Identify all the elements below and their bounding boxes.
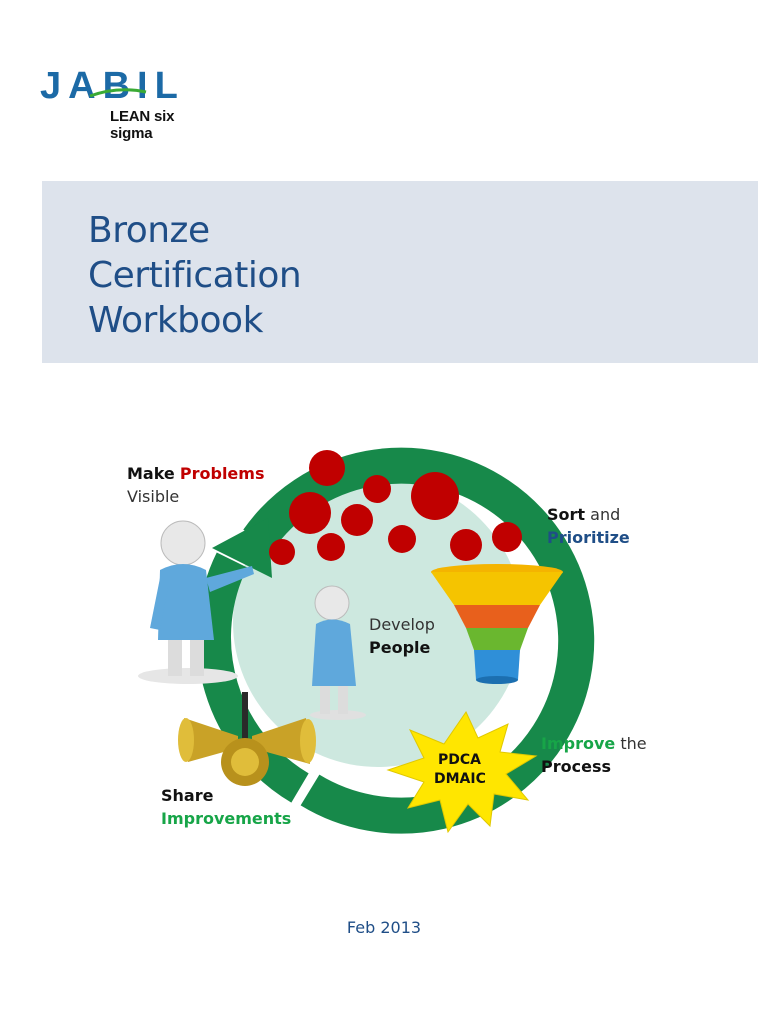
teacher-figure-icon <box>138 520 254 684</box>
label-dmaic: DMAIC <box>434 771 486 787</box>
logo-wordmark: JABIL <box>40 65 185 107</box>
cycle-arrow-icon <box>212 518 272 578</box>
cycle-ring <box>243 447 595 834</box>
label-process: Process <box>541 757 611 776</box>
label-pdca: PDCA <box>438 752 481 768</box>
cycle-inner-disc <box>233 477 523 767</box>
label-sort-and: Sort and <box>547 505 620 525</box>
label-people: People <box>369 638 431 657</box>
label-and: and <box>590 505 621 524</box>
label-make-problems: Make Problems <box>127 464 264 484</box>
title-band: Bronze Certification Workbook <box>42 181 758 363</box>
title-line-3: Workbook <box>88 300 263 341</box>
problem-dots-icon <box>269 450 522 565</box>
megaphones-icon <box>178 692 316 786</box>
label-the: the <box>620 734 647 753</box>
logo-swoosh-icon <box>89 88 147 98</box>
logo-tagline: LEAN six sigma <box>110 108 175 142</box>
jabil-logo: JABIL LEAN six sigma <box>40 65 220 142</box>
label-problems: Problems <box>179 464 265 483</box>
label-share: Share <box>161 786 214 805</box>
funnel-icon <box>431 564 563 684</box>
title-line-1: Bronze <box>88 210 210 251</box>
title-line-2: Certification <box>88 255 302 296</box>
label-improve-the: Improve the <box>541 734 647 754</box>
cycle-ring-left <box>197 552 309 803</box>
label-sort: Sort <box>547 505 586 524</box>
label-improve: Improve <box>541 734 616 753</box>
label-improvements: Improvements <box>161 809 292 828</box>
publication-date: Feb 2013 <box>346 918 422 937</box>
starburst-icon <box>386 710 538 834</box>
learner-figure-icon <box>310 585 366 720</box>
label-prioritize: Prioritize <box>547 528 630 547</box>
label-visible: Visible <box>127 487 180 506</box>
label-develop: Develop <box>369 615 435 634</box>
label-make: Make <box>127 464 175 483</box>
